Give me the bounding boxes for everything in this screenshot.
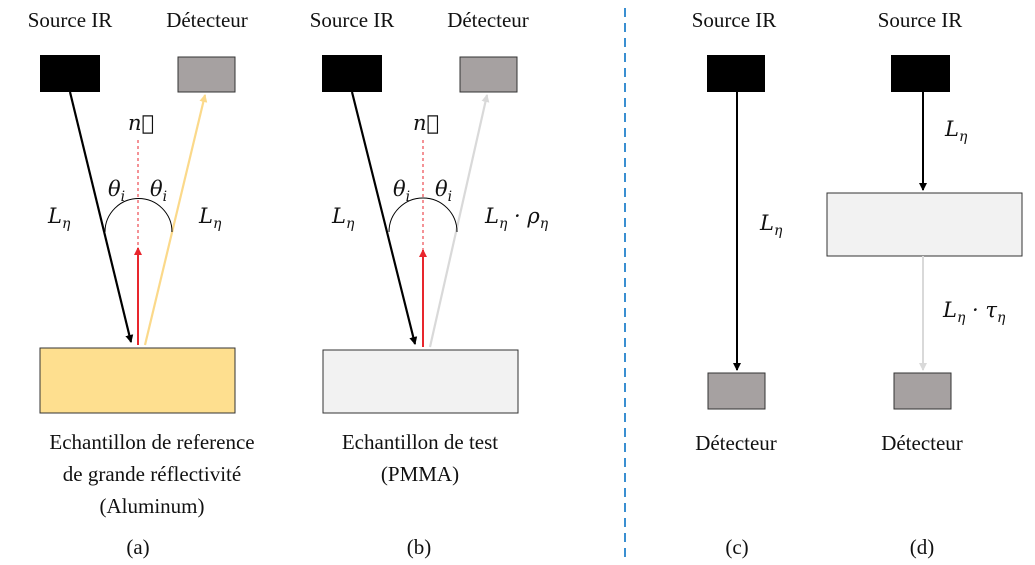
panel-a-reflected-label: Lη xyxy=(198,204,222,232)
panel-b-reflected-beam xyxy=(428,94,490,348)
panel-a-reflected-beam xyxy=(143,94,208,346)
panel-d-source-label: Source IR xyxy=(878,8,963,32)
panel-a-sample-block xyxy=(39,347,236,414)
panel-d-incident-label: Lη xyxy=(944,117,968,145)
panel-a-source-block xyxy=(40,55,100,92)
panel-b-detector-label: Détecteur xyxy=(447,8,529,32)
panel-b-source-label: Source IR xyxy=(310,8,395,32)
panel-a-angle-arc xyxy=(104,198,173,233)
panel-a-incident-label: Lη xyxy=(47,204,71,232)
panel-c-detector-label: Détecteur xyxy=(695,431,777,455)
panel-c-tag: (c) xyxy=(725,535,748,559)
panel-a-theta-right: θi xyxy=(150,177,167,205)
panel-c: Source IR Lη Détecteur (c) xyxy=(692,8,783,559)
panel-b: Source IR Détecteur n⃗ θi θi Lη Lη · ρη … xyxy=(310,8,549,559)
panel-a-caption-line-2: de grande réflectivité xyxy=(63,462,241,486)
panel-b-detector-block xyxy=(459,56,518,93)
panel-c-detector-block xyxy=(707,372,766,410)
panel-b-theta-right: θi xyxy=(435,177,452,205)
panel-b-normal-symbol: n⃗ xyxy=(413,111,439,135)
panel-a-detector-label: Détecteur xyxy=(166,8,248,32)
panel-a-incident-beam xyxy=(68,91,134,343)
panel-d-tag: (d) xyxy=(910,535,935,559)
panel-b-incident-label: Lη xyxy=(331,204,355,232)
panel-b-incident-beam xyxy=(350,91,418,345)
panel-b-caption-line-2: (PMMA) xyxy=(381,462,459,486)
panel-c-source-label: Source IR xyxy=(692,8,777,32)
panel-b-theta-left: θi xyxy=(393,177,410,205)
panel-b-caption-line-1: Echantillon de test xyxy=(342,430,498,454)
panel-b-reflected-label: Lη · ρη xyxy=(484,204,549,232)
panel-d-sample-block xyxy=(826,192,1023,257)
panel-b-source-block xyxy=(322,55,382,92)
panel-b-sample-block xyxy=(322,349,519,414)
panel-c-source-block xyxy=(707,55,765,92)
panel-d-source-block xyxy=(891,55,950,92)
panel-d: Source IR Lη Lη · τη Détecteur (d) xyxy=(826,8,1023,559)
panel-a-detector-block xyxy=(177,56,236,93)
panel-a-source-label: Source IR xyxy=(28,8,113,32)
panel-a-theta-left: θi xyxy=(108,177,125,205)
panel-a-tag: (a) xyxy=(126,535,149,559)
panel-b-tag: (b) xyxy=(407,535,432,559)
panel-d-detector-block xyxy=(893,372,952,410)
panel-a: Source IR Détecteur n⃗ θi θi Lη Lη Echan… xyxy=(28,8,255,559)
panel-d-transmitted-label: Lη · τη xyxy=(942,298,1006,326)
panel-a-normal-symbol: n⃗ xyxy=(128,111,154,135)
panel-c-beam-label: Lη xyxy=(759,211,783,239)
panel-a-caption-line-3: (Aluminum) xyxy=(100,494,205,518)
panel-b-angle-arc xyxy=(388,197,458,233)
panel-d-detector-label: Détecteur xyxy=(881,431,963,455)
panel-a-caption-line-1: Echantillon de reference xyxy=(49,430,254,454)
